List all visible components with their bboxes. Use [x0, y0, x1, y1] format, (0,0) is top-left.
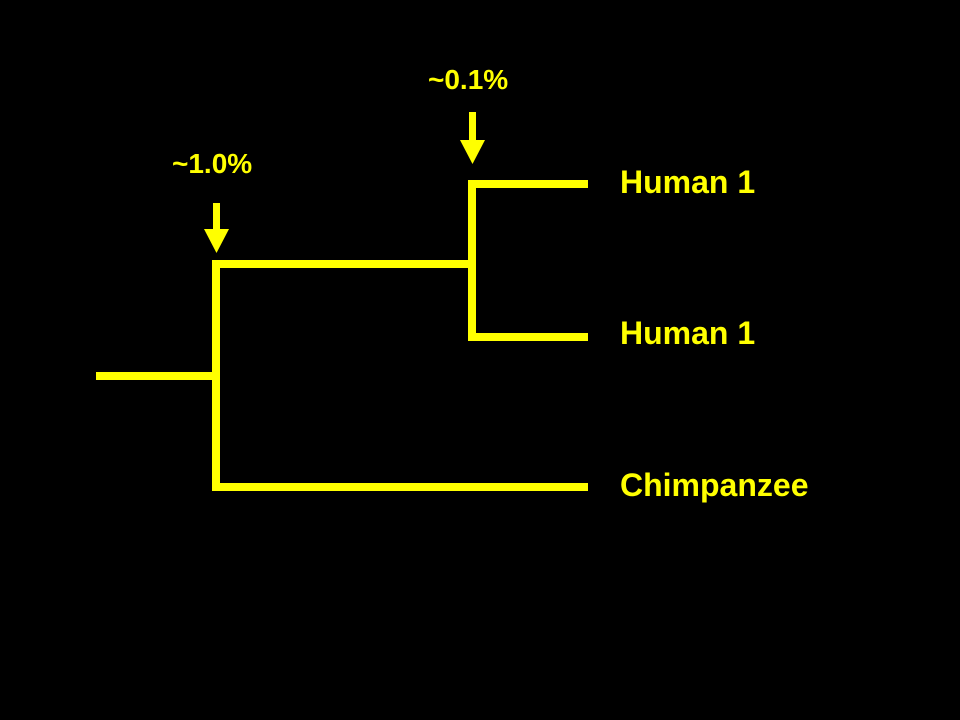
leaf-label-chimpanzee: Chimpanzee — [620, 467, 809, 503]
inner-node-divergence-label: ~0.1% — [428, 64, 509, 95]
leaf-label-human-middle: Human 1 — [620, 315, 756, 351]
inner-node-arrow-icon — [460, 112, 485, 164]
root-node-divergence-label: ~1.0% — [172, 148, 253, 179]
root-node-arrow-icon — [204, 203, 229, 253]
leaf-label-human-top: Human 1 — [620, 164, 756, 200]
